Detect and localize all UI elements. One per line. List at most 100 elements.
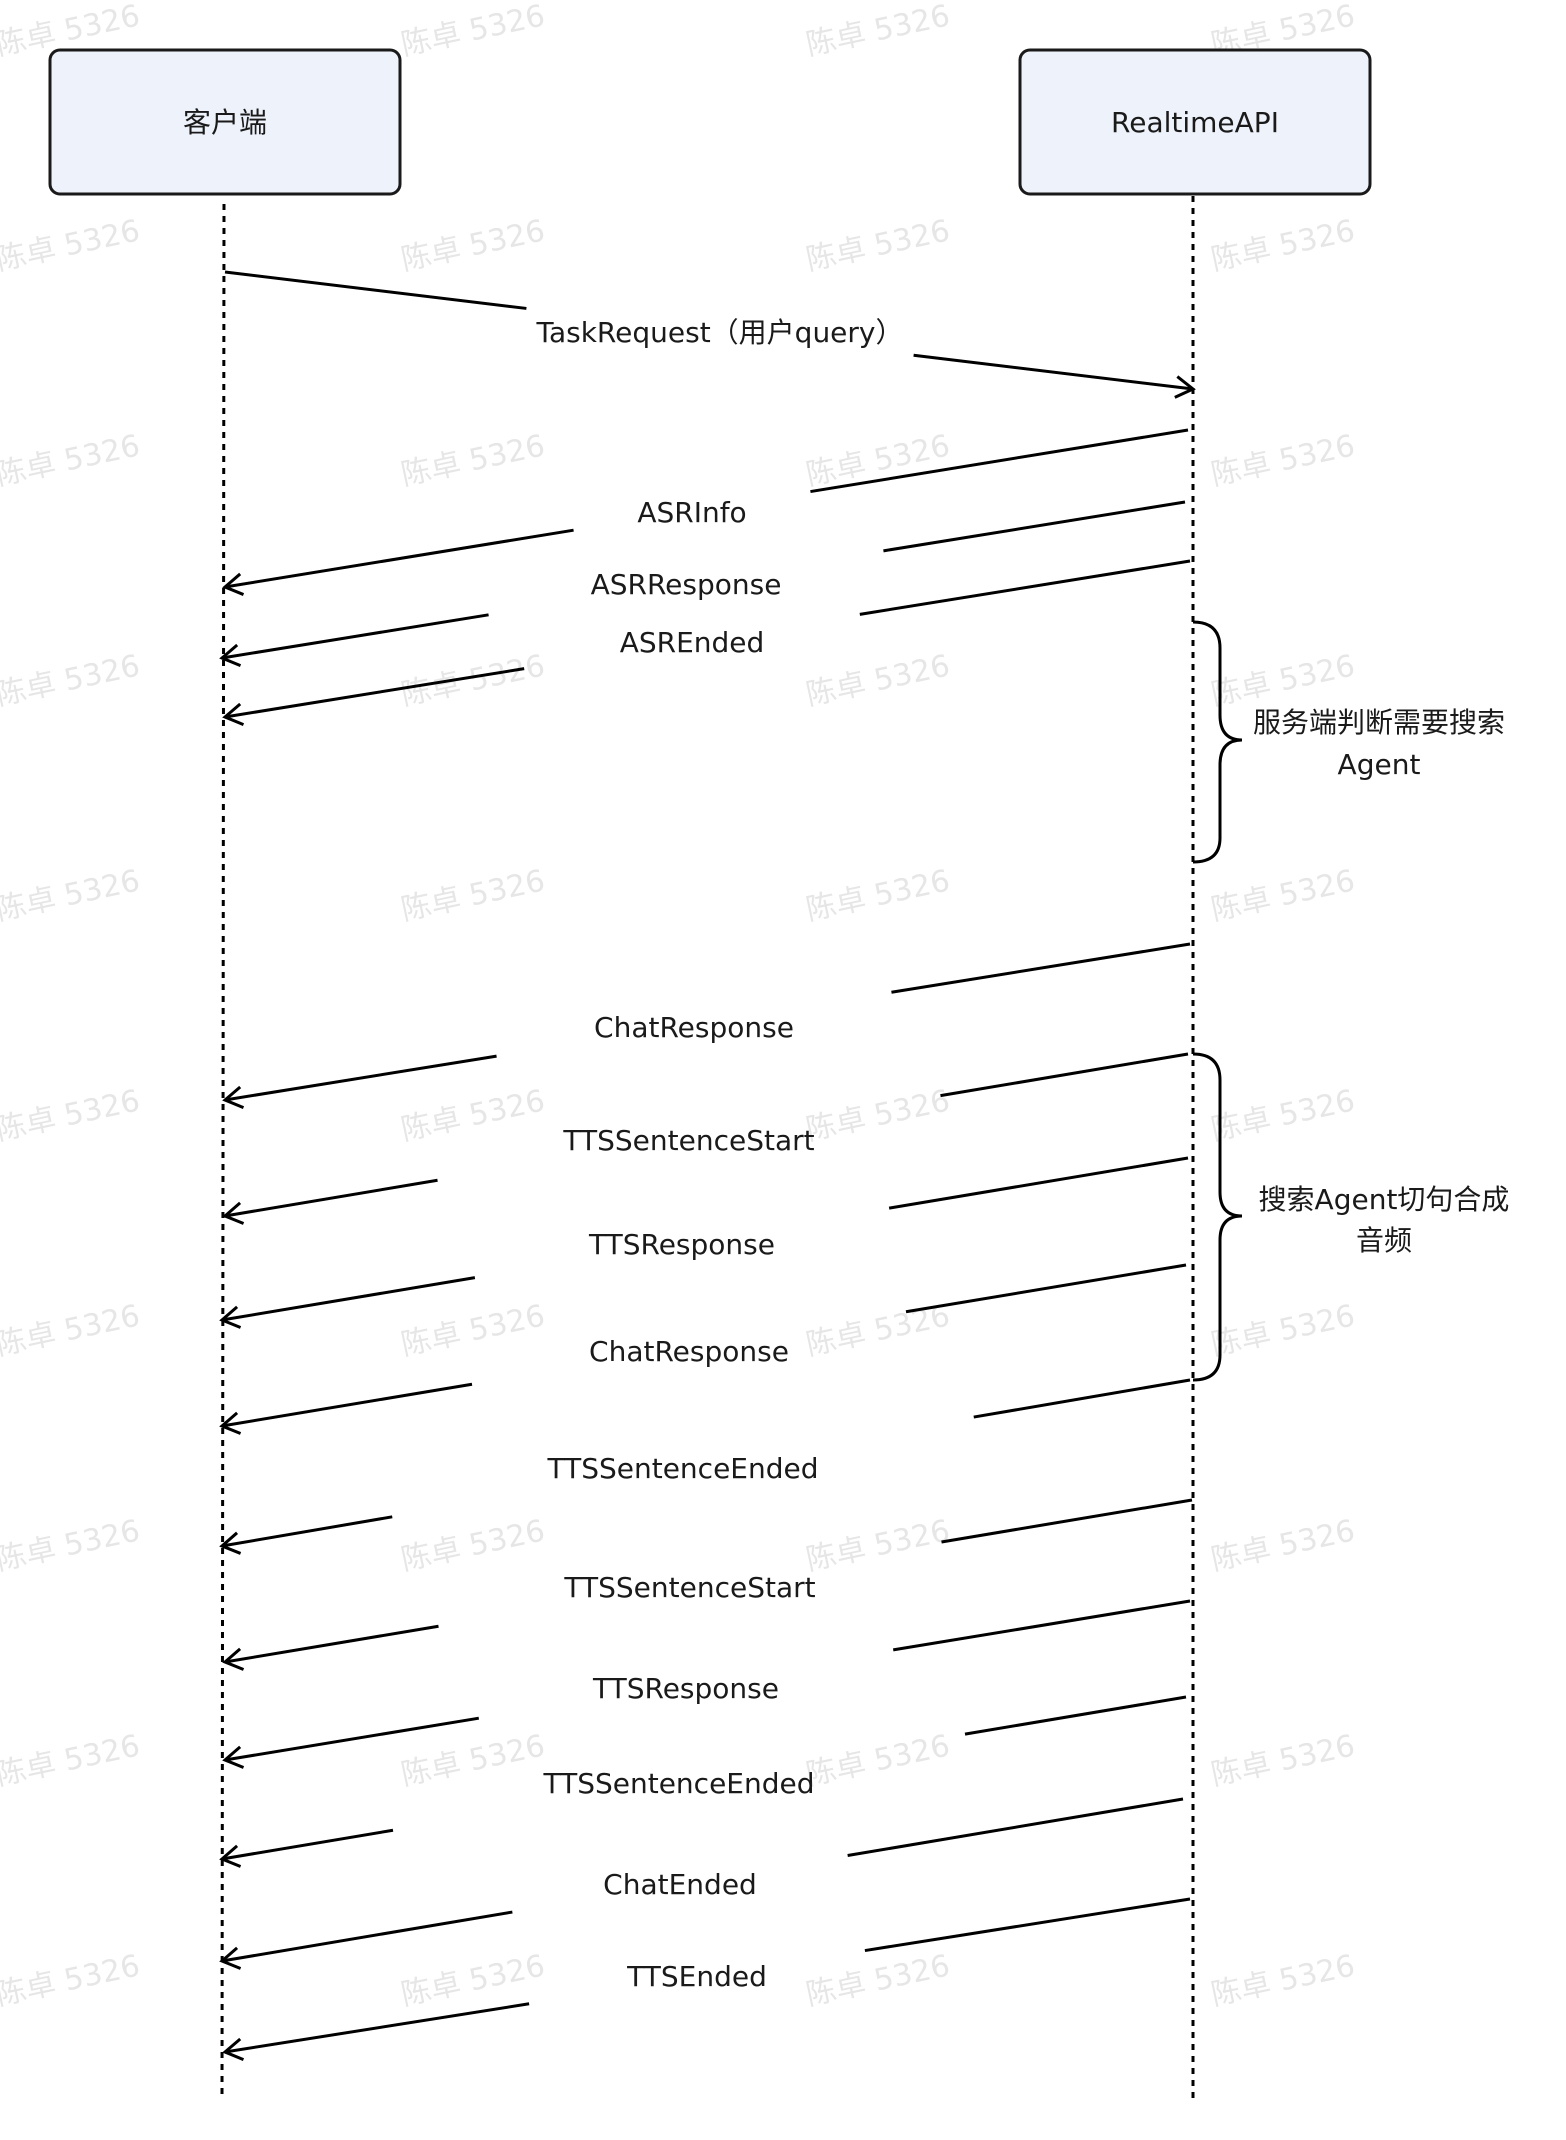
watermark-text: 陈卓 5326 (1208, 1298, 1358, 1363)
watermark-text: 陈卓 5326 (1208, 213, 1358, 278)
message-label: TTSResponse (588, 1228, 775, 1261)
message-label: TaskRequest（用户query） (536, 316, 904, 349)
message-line (224, 1716, 480, 1762)
watermark-text: 陈卓 5326 (0, 1728, 143, 1793)
message-line (221, 1515, 393, 1548)
arrowhead-icon (1174, 375, 1196, 399)
message-label: TTSEnded (626, 1960, 767, 1993)
message-line (883, 500, 1186, 553)
message-line (224, 1178, 438, 1218)
message-line (221, 1828, 394, 1861)
watermark-text: 陈卓 5326 (0, 1298, 143, 1363)
note-search-agent-decision-line2: Agent (1338, 748, 1421, 781)
watermark-text: 陈卓 5326 (0, 863, 143, 928)
message-line (810, 428, 1189, 494)
watermark-text: 陈卓 5326 (398, 1513, 548, 1578)
arrowhead-icon (219, 1531, 242, 1555)
participant-server-label: RealtimeAPI (1111, 106, 1279, 139)
watermark-text: 陈卓 5326 (1208, 648, 1358, 713)
message-tts-sentence-ended-2: TTSSentenceEnded (219, 1695, 1187, 1868)
watermark-text: 陈卓 5326 (1208, 1513, 1358, 1578)
watermark-text: 陈卓 5326 (803, 1083, 953, 1148)
message-label: TTSResponse (592, 1672, 779, 1705)
note-search-agent-decision: 服务端判断需要搜索 Agent (1192, 620, 1505, 864)
arrowhead-icon (222, 2037, 245, 2062)
message-label: TTSSentenceEnded (542, 1767, 814, 1800)
watermark-text: 陈卓 5326 (1208, 1948, 1358, 2013)
message-label: ChatResponse (589, 1335, 789, 1368)
message-tts-response-2: TTSResponse (222, 1599, 1191, 1769)
message-line (224, 1054, 497, 1102)
watermark-text: 陈卓 5326 (0, 1083, 143, 1148)
arrowhead-icon (222, 702, 245, 726)
message-line (905, 1263, 1187, 1314)
arrowhead-icon (222, 1201, 245, 1225)
message-line (891, 942, 1191, 994)
message-line (224, 1624, 439, 1664)
message-line (221, 613, 489, 660)
message-line (888, 1156, 1189, 1210)
watermark-text: 陈卓 5326 (0, 648, 143, 713)
arrowhead-icon (219, 643, 242, 667)
watermark-text: 陈卓 5326 (398, 0, 548, 63)
lifeline-client (220, 203, 226, 2101)
watermark-text: 陈卓 5326 (1208, 428, 1358, 493)
message-line (224, 528, 574, 589)
message-chat-response-1: ChatResponse (222, 942, 1191, 1109)
participant-client: 客户端 (48, 48, 402, 196)
watermark-layer: 陈卓 5326 陈卓 5326 陈卓 5326 陈卓 5326 陈卓 5326 陈卓 53… (0, 0, 1358, 2013)
message-line (224, 667, 525, 719)
participant-client-label: 客户端 (183, 106, 267, 139)
watermark-text: 陈卓 5326 (398, 428, 548, 493)
watermark-text: 陈卓 5326 (398, 1298, 548, 1363)
message-line (941, 1498, 1193, 1544)
watermark-text: 陈卓 5326 (803, 0, 953, 63)
message-line (973, 1378, 1191, 1419)
message-tts-response-1: TTSResponse (219, 1156, 1189, 1329)
arrowhead-icon (219, 1946, 242, 1970)
brace-icon (1192, 1052, 1243, 1382)
watermark-text: 陈卓 5326 (398, 213, 548, 278)
message-line (964, 1695, 1187, 1736)
message-label: TTSSentenceStart (562, 1124, 814, 1157)
message-asr-response: ASRResponse (219, 500, 1186, 667)
watermark-text: 陈卓 5326 (0, 1948, 143, 2013)
message-line (224, 2002, 530, 2054)
message-tts-sentence-start-2: TTSSentenceStart (222, 1498, 1193, 1671)
message-asr-ended: ASREnded (222, 559, 1191, 726)
message-line (892, 1599, 1191, 1652)
watermark-text: 陈卓 5326 (398, 648, 548, 713)
note-search-agent-decision-line1: 服务端判断需要搜索 (1253, 706, 1505, 739)
note-search-agent-tts-line1: 搜索Agent切句合成 (1259, 1183, 1510, 1216)
watermark-text: 陈卓 5326 (1208, 1083, 1358, 1148)
arrowhead-icon (219, 1844, 242, 1868)
brace-icon (1192, 620, 1243, 864)
watermark-text: 陈卓 5326 (398, 1728, 548, 1793)
watermark-text: 陈卓 5326 (803, 213, 953, 278)
message-line (864, 1897, 1191, 1953)
message-line (221, 1276, 476, 1322)
watermark-text: 陈卓 5326 (1208, 863, 1358, 928)
message-label: ChatEnded (603, 1868, 757, 1901)
watermark-text: 陈卓 5326 (803, 1728, 953, 1793)
watermark-text: 陈卓 5326 (803, 1513, 953, 1578)
note-search-agent-tts: 搜索Agent切句合成 音频 (1192, 1052, 1510, 1382)
watermark-text: 陈卓 5326 (398, 1083, 548, 1148)
message-label: ASRResponse (591, 568, 782, 601)
watermark-text: 陈卓 5326 (1208, 1728, 1358, 1793)
message-label: TTSSentenceStart (563, 1571, 815, 1604)
messages-layer: TaskRequest（用户query）ASRInfoASRResponseAS… (219, 270, 1196, 2062)
message-line (847, 1797, 1184, 1858)
message-line (221, 1910, 513, 1963)
message-line (913, 353, 1194, 391)
message-line (221, 1382, 473, 1428)
watermark-text: 陈卓 5326 (0, 213, 143, 278)
note-search-agent-tts-line2: 音频 (1356, 1224, 1412, 1257)
watermark-text: 陈卓 5326 (803, 863, 953, 928)
message-line (940, 1052, 1189, 1098)
watermark-text: 陈卓 5326 (398, 863, 548, 928)
message-line (859, 559, 1191, 616)
watermark-text: 陈卓 5326 (803, 1948, 953, 2013)
message-tts-sentence-start-1: TTSSentenceStart (222, 1052, 1189, 1225)
